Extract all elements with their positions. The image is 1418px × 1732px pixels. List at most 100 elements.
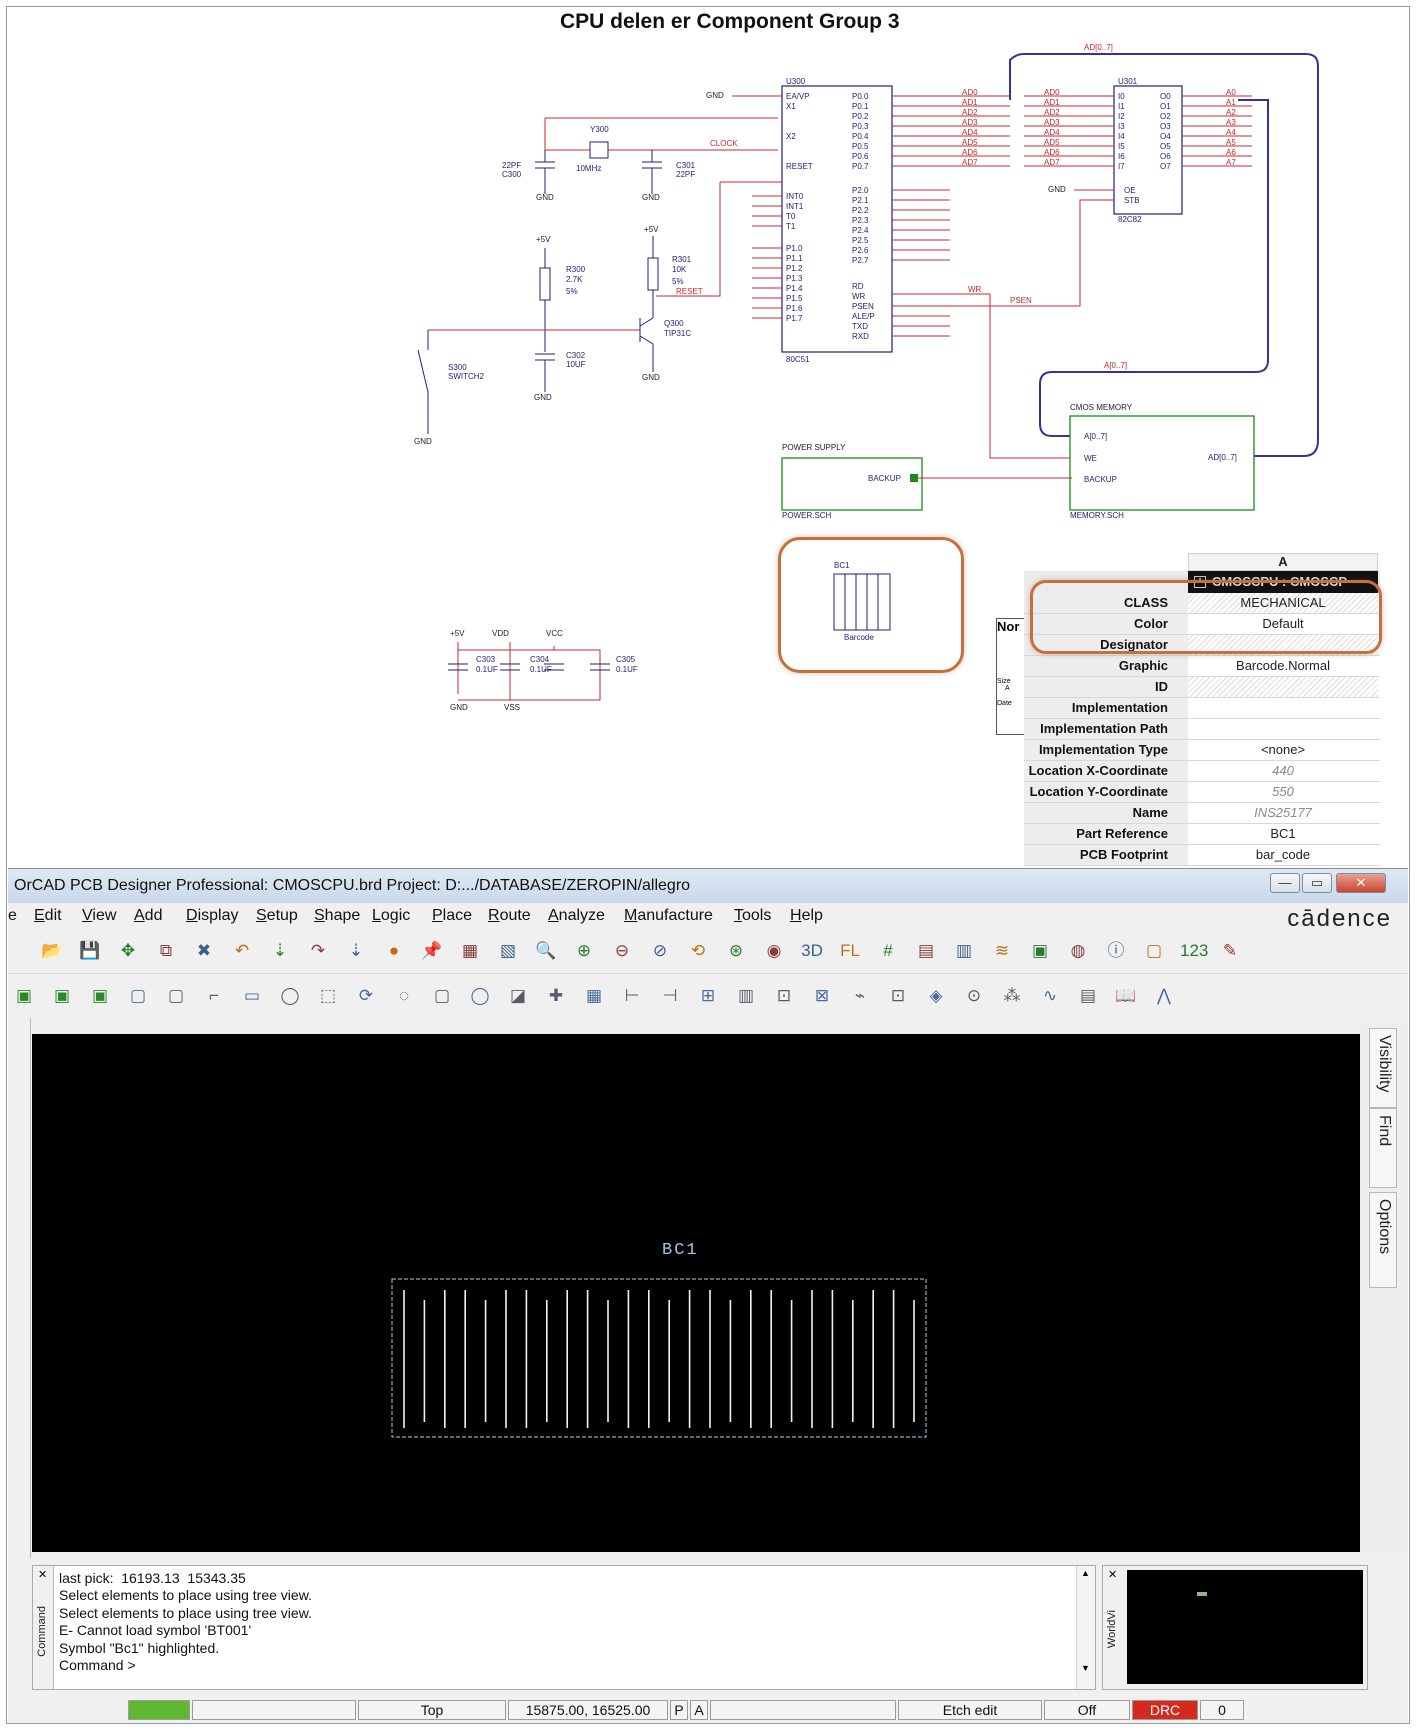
toolbar-button-icon[interactable]: ⧉ [159,941,173,960]
toolbar-button-icon[interactable]: ▤ [1079,986,1097,1005]
toolbar-button-icon[interactable]: ⓘ [1107,941,1125,960]
toolbar-button-icon[interactable]: ▦ [461,941,479,960]
toolbar-button-icon[interactable]: ▥ [737,986,755,1005]
property-value[interactable] [1188,677,1378,697]
property-value[interactable]: MECHANICAL [1188,593,1378,613]
toolbar-button-icon[interactable]: ⊠ [814,986,830,1005]
menu-item-route[interactable]: Route [488,907,531,924]
maximize-button[interactable]: ▭ [1302,873,1332,893]
toolbar-button-icon[interactable]: ⊡ [776,986,792,1005]
toolbar-button-icon[interactable]: 📂 [41,941,63,960]
toolbar-button-icon[interactable]: ↶ [234,941,250,960]
toolbar-button-icon[interactable]: ▣ [53,986,71,1005]
status-off[interactable]: Off [1044,1700,1130,1720]
toolbar-button-icon[interactable]: ⊡ [890,986,906,1005]
property-row[interactable]: Implementation Path [1024,719,1380,740]
menu-item-display[interactable]: Display [186,907,239,924]
toolbar-button-icon[interactable]: 💾 [79,941,101,960]
toolbar-button-icon[interactable]: 🔍 [535,941,557,960]
toolbar-button-icon[interactable]: ◉ [766,941,782,960]
toolbar-button-icon[interactable]: ◈ [929,986,943,1005]
menu-item-logic[interactable]: Logic [372,907,411,924]
property-row[interactable]: ID [1024,677,1380,698]
toolbar-button-icon[interactable]: 📌 [421,941,443,960]
toolbar-button-icon[interactable]: ✖ [196,941,212,960]
toolbar-button-icon[interactable]: ⋀ [1157,986,1171,1005]
status-a-button[interactable]: A [690,1700,708,1720]
toolbar-button-icon[interactable]: ✎ [1222,941,1238,960]
toolbar-button-icon[interactable]: ∿ [1042,986,1058,1005]
toolbar-button-icon[interactable]: ⊕ [576,941,592,960]
pcb-canvas[interactable]: BC1 [32,1034,1360,1552]
toolbar-button-icon[interactable]: 123 [1180,941,1209,960]
toolbar-button-icon[interactable]: ⁂ [1003,986,1021,1005]
menu-item-view[interactable]: View [82,907,117,924]
toolbar-button-icon[interactable]: ⬚ [319,986,337,1005]
toolbar-button-icon[interactable]: ▢ [1145,941,1163,960]
toolbar-button-icon[interactable]: ▤ [917,941,935,960]
property-value[interactable]: Barcode.Normal [1188,656,1378,676]
toolbar-button-icon[interactable]: ✚ [548,986,564,1005]
toolbar-button-icon[interactable]: ↷ [310,941,326,960]
property-value[interactable]: <none> [1188,740,1378,760]
worldview-canvas[interactable] [1127,1570,1363,1684]
toolbar-button-icon[interactable]: ▣ [1031,941,1049,960]
menu-item-edit[interactable]: Edit [34,907,62,924]
toolbar-button-icon[interactable]: ⇣ [272,941,288,960]
toolbar-button-icon[interactable]: ● [388,941,400,960]
toolbar-button-icon[interactable]: ✥ [120,941,136,960]
toolbar-button-icon[interactable]: ⊛ [728,941,744,960]
property-value[interactable]: Default [1188,614,1378,634]
status-active-layer[interactable]: Top [358,1700,506,1720]
toolbar-button-icon[interactable]: ◯ [470,986,490,1005]
property-value[interactable] [1188,635,1378,655]
menu-item-help[interactable]: Help [790,907,823,924]
property-value[interactable]: bar_code [1188,845,1378,865]
toolbar-button-icon[interactable]: 📖 [1115,986,1137,1005]
toolbar-button-icon[interactable]: ▦ [585,986,603,1005]
scroll-up-icon[interactable]: ▲ [1081,1568,1090,1578]
property-column-header[interactable]: A [1188,553,1378,571]
property-value[interactable]: 550 [1188,782,1378,802]
menu-item-place[interactable]: Place [432,907,473,924]
toolbar-button-icon[interactable]: ⟲ [690,941,706,960]
toolbar-button-icon[interactable]: ≋ [994,941,1010,960]
toolbar-button-icon[interactable]: FL [840,941,860,960]
toolbar-button-icon[interactable]: ⌐ [209,986,219,1005]
toolbar-button-icon[interactable]: ◍ [1070,941,1086,960]
menu-item-e[interactable]: e [8,907,17,924]
menu-item-setup[interactable]: Setup [256,907,298,924]
status-drc[interactable]: DRC [1132,1700,1198,1720]
toolbar-button-icon[interactable]: ⊞ [700,986,716,1005]
menu-item-manufacture[interactable]: Manufacture [624,907,713,924]
side-tab-visibility[interactable]: Visibility [1369,1028,1397,1108]
property-row[interactable]: Implementation Type<none> [1024,740,1380,761]
property-row[interactable]: Implementation [1024,698,1380,719]
property-value[interactable]: INS25177 [1188,803,1378,823]
worldview-pane[interactable]: ✕ WorldVi [1102,1565,1368,1690]
toolbar-button-icon[interactable]: ▭ [243,986,261,1005]
toolbar-button-icon[interactable]: ⊘ [652,941,668,960]
command-scrollbar[interactable]: ▲ ▼ [1076,1566,1095,1689]
property-value[interactable] [1188,719,1378,739]
toolbar-button-icon[interactable]: ⇣ [348,941,364,960]
property-value[interactable] [1188,698,1378,718]
close-icon[interactable]: ✕ [38,1569,48,1581]
toolbar-button-icon[interactable]: ▥ [955,941,973,960]
menu-item-analyze[interactable]: Analyze [548,907,605,924]
menu-item-shape[interactable]: Shape [314,907,361,924]
toolbar-button-icon[interactable]: ⟳ [358,986,374,1005]
toolbar-button-icon[interactable]: ⊙ [966,986,982,1005]
menu-item-add[interactable]: Add [134,907,163,924]
toolbar-button-icon[interactable]: ◯ [280,986,300,1005]
toolbar-button-icon[interactable]: ▢ [433,986,451,1005]
toolbar-button-icon[interactable]: ▢ [129,986,147,1005]
side-tab-options[interactable]: Options [1369,1192,1397,1288]
toolbar-button-icon[interactable]: # [883,941,893,960]
